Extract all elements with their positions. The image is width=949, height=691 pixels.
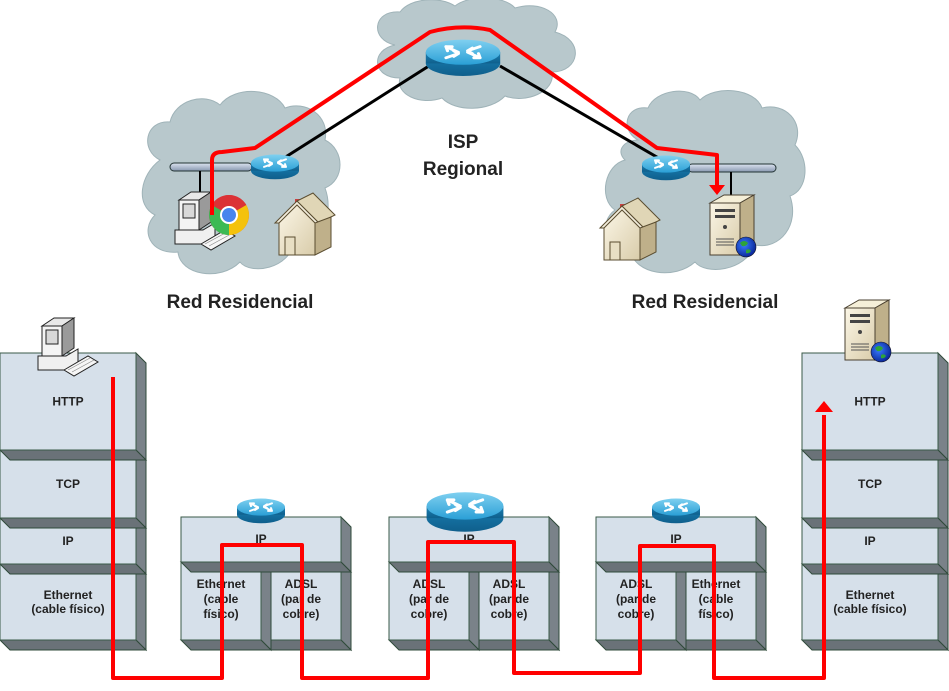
top-path-arrowhead bbox=[709, 185, 725, 195]
router3-left-link-side bbox=[675, 560, 687, 652]
router1-ip-layer-bottom bbox=[179, 561, 353, 573]
client-layer-1-bottom bbox=[0, 517, 148, 529]
client-layer-2-bottom bbox=[0, 563, 148, 575]
router1-left-link-bottom bbox=[179, 639, 273, 651]
server-layer-0-side bbox=[937, 351, 949, 462]
chrome-browser-icon bbox=[209, 195, 249, 235]
client-stack-pc-icon bbox=[37, 317, 99, 377]
client-stack: HTTP TCP IP Ethernet(cable físico) bbox=[0, 351, 148, 652]
client-layer-1-side bbox=[135, 448, 147, 530]
right-home-router-icon bbox=[641, 154, 691, 182]
router2-router-icon bbox=[425, 490, 505, 534]
client-layer-3-side bbox=[135, 562, 147, 652]
layer-label: HTTP bbox=[52, 395, 83, 409]
isp-label-line2: Regional bbox=[423, 159, 503, 180]
top-data-path bbox=[210, 25, 719, 215]
right-network-label: Red Residencial bbox=[632, 292, 779, 313]
server-layer-3-side bbox=[937, 562, 949, 652]
router3-right-link-bottom bbox=[674, 639, 768, 651]
router2-left-link-side bbox=[468, 560, 480, 652]
client-layer-0-side bbox=[135, 351, 147, 462]
router1-right-link-bottom bbox=[259, 639, 353, 651]
right-link-label: cobre) bbox=[491, 607, 528, 621]
router2-right-link-side bbox=[548, 560, 560, 652]
router3-right-link-side bbox=[755, 560, 767, 652]
ip-layer-label: IP bbox=[670, 532, 681, 546]
bottom-data-path bbox=[111, 377, 826, 680]
bottom-path-arrowhead bbox=[815, 401, 833, 412]
router1-router-icon bbox=[236, 497, 286, 525]
layer-label: Ethernet bbox=[44, 588, 93, 602]
router1-left-link-side bbox=[260, 560, 272, 652]
client-layer-0-bottom bbox=[0, 449, 148, 461]
left-link-label: (par de bbox=[616, 592, 656, 606]
server-stack-web-server-icon bbox=[844, 299, 892, 363]
layer-label: (cable físico) bbox=[31, 602, 104, 616]
right-link-label: (par de bbox=[489, 592, 529, 606]
right-link-label: (cable bbox=[699, 592, 734, 606]
right-link-label: ADSL bbox=[493, 577, 526, 591]
router2-ip-layer-bottom bbox=[387, 561, 561, 573]
layer-label: TCP bbox=[858, 477, 882, 491]
ip-layer-label: IP bbox=[255, 532, 266, 546]
layer-label: TCP bbox=[56, 477, 80, 491]
top-web-server-icon bbox=[709, 194, 757, 258]
router1-right-link-side bbox=[340, 560, 352, 652]
isp-router-icon bbox=[424, 38, 502, 78]
layer-label: HTTP bbox=[854, 395, 885, 409]
router3-ip-layer-bottom bbox=[594, 561, 768, 573]
router3-router-icon bbox=[651, 497, 701, 525]
layer-label: IP bbox=[864, 534, 875, 548]
left-network-label: Red Residencial bbox=[167, 292, 314, 313]
left-link-label: cobre) bbox=[618, 607, 655, 621]
server-layer-1-side bbox=[937, 448, 949, 530]
right-lan-bus bbox=[687, 163, 777, 200]
layer-label: IP bbox=[62, 534, 73, 548]
isp-label-line1: ISP bbox=[448, 132, 479, 153]
ip-layer-label: IP bbox=[463, 532, 474, 546]
left-link-label: ADSL bbox=[620, 577, 653, 591]
layer-label: Ethernet bbox=[846, 588, 895, 602]
router3-ip-layer bbox=[595, 516, 757, 563]
router2-left-link-bottom bbox=[387, 639, 481, 651]
left-home-router-icon bbox=[250, 153, 300, 181]
router3-left-link bbox=[595, 561, 677, 641]
physical-links bbox=[272, 62, 663, 167]
client-layer-3-bottom bbox=[0, 639, 148, 651]
layer-label: (cable físico) bbox=[833, 602, 906, 616]
